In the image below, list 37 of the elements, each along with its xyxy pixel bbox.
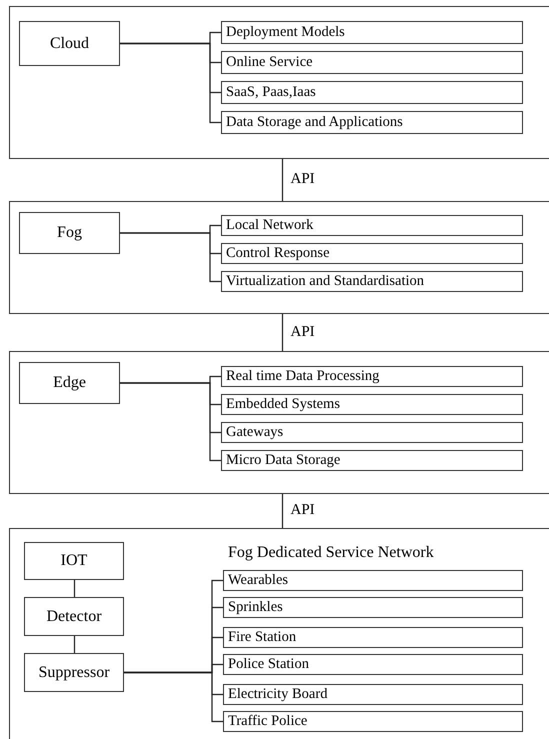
list-item-box: Sprinkles (223, 597, 523, 618)
list-item-box: Virtualization and Standardisation (221, 271, 523, 292)
connector-line (120, 42, 221, 124)
list-item-box: Local Network (221, 215, 523, 236)
connector-line (124, 672, 223, 722)
connector-line (282, 159, 284, 201)
list-item-box: Deployment Models (221, 21, 523, 44)
component-box: Detector (24, 597, 124, 636)
list-item-box: Embedded Systems (221, 394, 523, 415)
connector-line (74, 580, 76, 597)
list-item-box: Gateways (221, 422, 523, 443)
list-item-box: Electricity Board (223, 684, 523, 705)
connector-line (282, 494, 284, 528)
connector-line (120, 232, 221, 282)
connector-line (282, 314, 284, 351)
connector-line (120, 382, 221, 462)
list-item-box: Wearables (223, 570, 523, 591)
list-item-box: Data Storage and Applications (221, 111, 523, 134)
component-box: Fog (19, 212, 120, 254)
list-item-box: Traffic Police (223, 711, 523, 732)
panel-frame (9, 351, 549, 494)
list-item-box: Real time Data Processing (221, 366, 523, 387)
component-box: IOT (24, 542, 124, 580)
panel-frame (9, 201, 549, 314)
list-item-box: Police Station (223, 654, 523, 675)
list-item-box: Control Response (221, 243, 523, 264)
list-item-box: SaaS, Paas,Iaas (221, 81, 523, 104)
list-item-box: Online Service (221, 51, 523, 74)
component-box: Suppressor (24, 653, 124, 692)
component-box: Cloud (19, 21, 120, 66)
connector-line (74, 636, 76, 653)
component-box: Edge (19, 362, 120, 404)
panel-frame (9, 6, 549, 159)
list-item-box: Fire Station (223, 627, 523, 648)
panel-frame (9, 528, 549, 739)
list-item-box: Micro Data Storage (221, 450, 523, 471)
panel-heading: Fog Dedicated Service Network (228, 543, 434, 563)
